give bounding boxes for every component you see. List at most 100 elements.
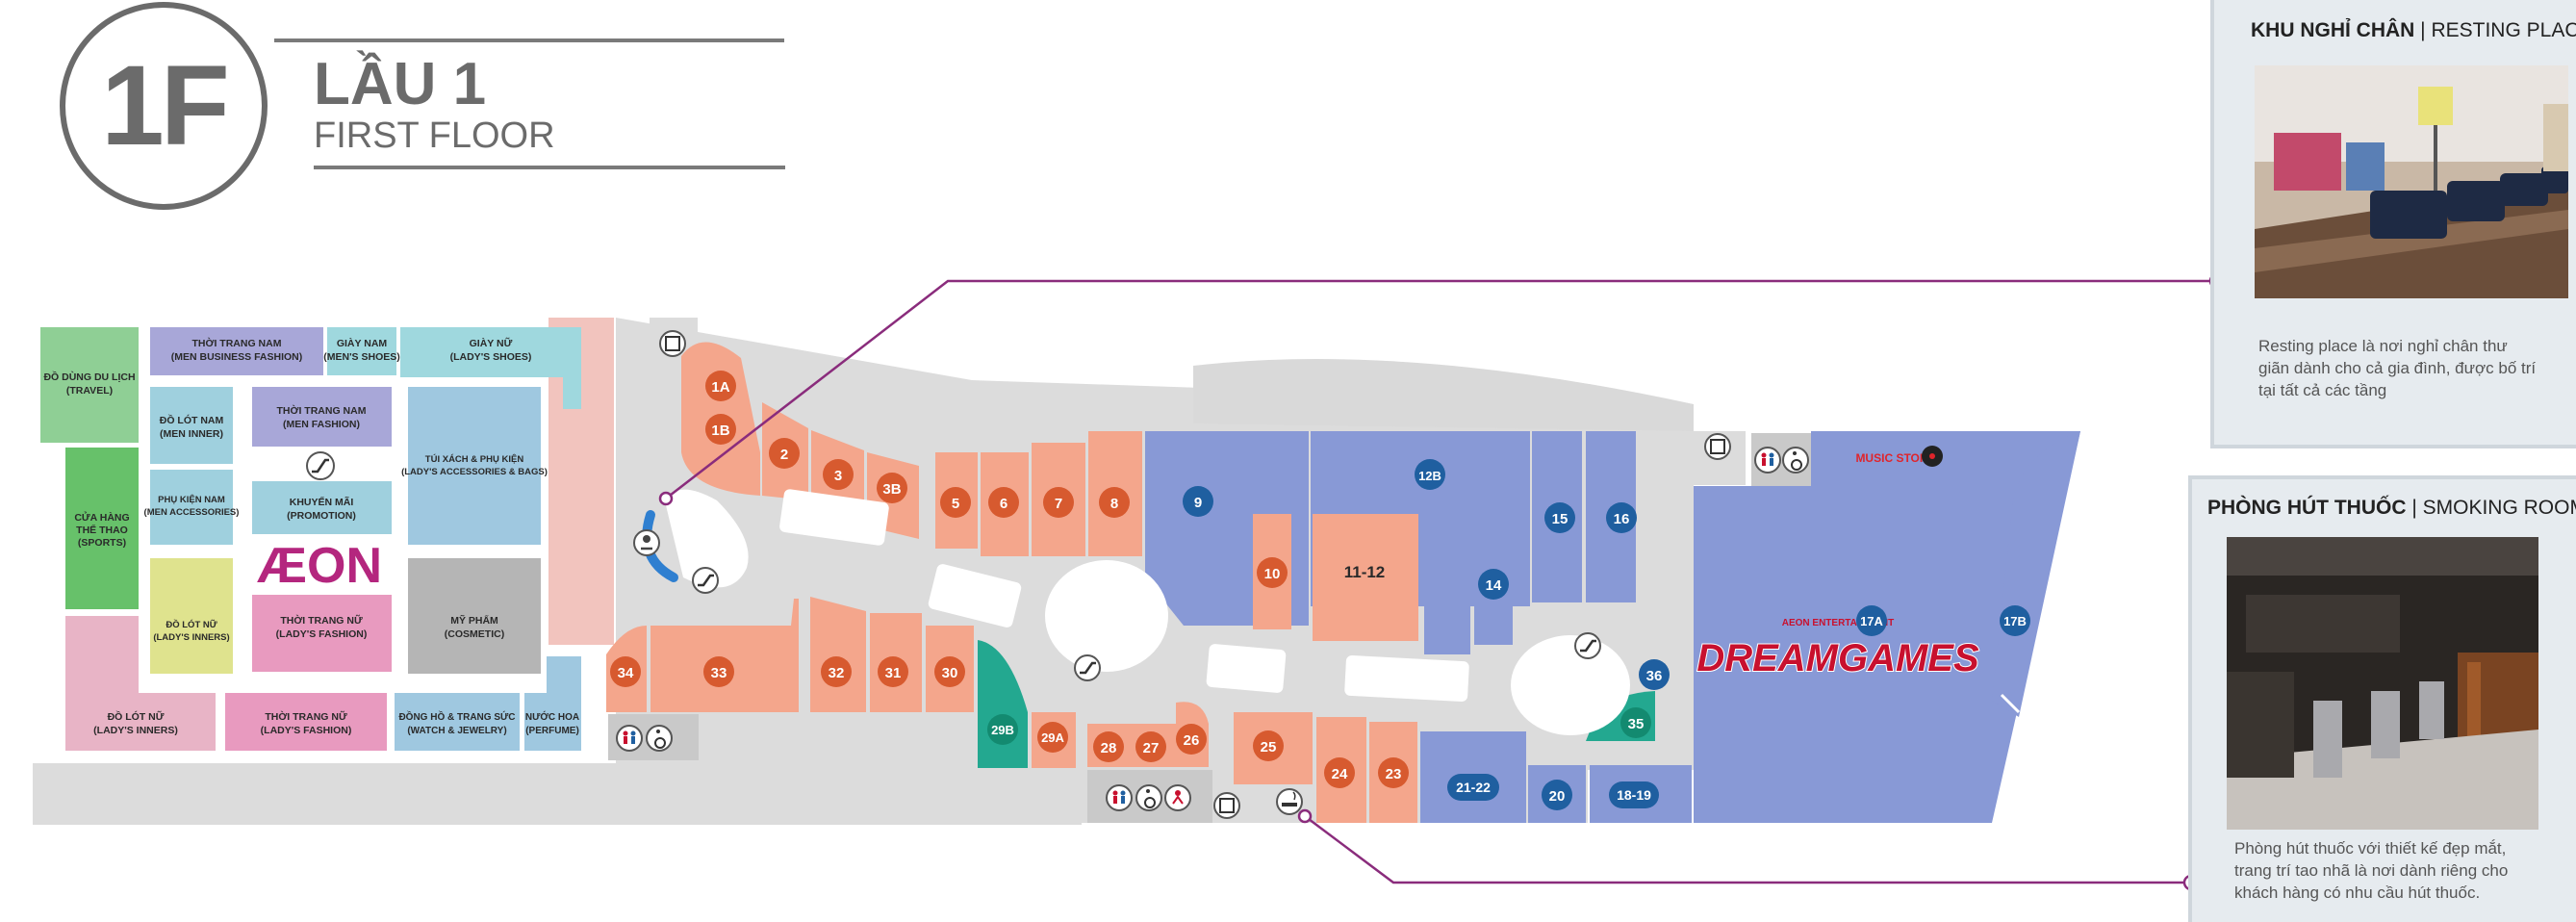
unit-11-12[interactable]: 11-12 [1344, 563, 1386, 581]
unit-29B[interactable]: 29B [991, 723, 1014, 737]
store-26-top[interactable] [1176, 702, 1209, 724]
dept-sports[interactable] [65, 448, 139, 609]
unit-16[interactable]: 16 [1614, 511, 1630, 527]
unit-2[interactable]: 2 [780, 447, 788, 463]
unit-29A[interactable]: 29A [1041, 730, 1064, 745]
dept-lady-fashion[interactable] [252, 595, 392, 672]
smoking-photo-art [2227, 537, 2538, 830]
unit-28[interactable]: 28 [1101, 740, 1117, 756]
unit-17B[interactable]: 17B [2003, 614, 2027, 628]
baby-care-icon[interactable] [633, 529, 660, 556]
badge-circle-3B [877, 473, 907, 503]
unit-30[interactable]: 30 [942, 665, 958, 681]
dept-men-inner[interactable] [150, 387, 233, 464]
escalator-icon[interactable] [306, 451, 335, 480]
store-33[interactable] [650, 599, 799, 712]
unit-23[interactable]: 23 [1386, 766, 1402, 782]
store-11-12[interactable] [1313, 514, 1418, 641]
unit-34[interactable]: 34 [618, 665, 634, 681]
nursery-icon[interactable] [1164, 784, 1191, 811]
unit-17A[interactable]: 17A [1860, 614, 1883, 628]
resting-description: Resting place là nơi nghỉ chân thư giãn … [2258, 335, 2576, 401]
unit-7[interactable]: 7 [1055, 496, 1062, 512]
unit-32[interactable]: 32 [829, 665, 845, 681]
unit-3B[interactable]: 3B [882, 481, 901, 498]
dept-cosmetic[interactable] [408, 558, 541, 674]
accessible-icon[interactable] [646, 725, 673, 752]
unit-14[interactable]: 14 [1486, 577, 1502, 594]
store-32[interactable] [810, 597, 866, 712]
badge-pill-18-19 [1609, 781, 1659, 808]
unit-5[interactable]: 5 [952, 496, 959, 512]
escalator-icon[interactable] [1074, 654, 1101, 681]
smoking-icon[interactable] [1276, 788, 1303, 815]
unit-31[interactable]: 31 [885, 665, 902, 681]
unit-6[interactable]: 6 [1000, 496, 1007, 512]
accessible-icon[interactable] [1782, 447, 1809, 474]
elevator-icon[interactable] [659, 330, 686, 357]
accessible-icon[interactable] [1135, 784, 1162, 811]
store-17B[interactable] [1992, 431, 2080, 717]
elevator-icon[interactable] [1704, 433, 1731, 460]
roof-strip [1193, 359, 1694, 431]
unit-18-19[interactable]: 18-19 [1617, 787, 1651, 803]
dept-lady-inners-bottom[interactable] [65, 693, 216, 751]
unit-36[interactable]: 36 [1646, 668, 1663, 684]
badge-circle-29A [1037, 722, 1068, 753]
floor-badge: 1F [60, 2, 268, 210]
island-4 [1344, 654, 1469, 703]
dept-bags[interactable] [408, 387, 541, 545]
resting-callout-line [665, 279, 2215, 499]
unit-10[interactable]: 10 [1264, 566, 1281, 582]
dept-promotion[interactable] [252, 481, 392, 534]
dept-perfume[interactable] [524, 656, 581, 751]
smoking-callout-line [1304, 815, 2189, 884]
dept-ladys-shoes[interactable] [400, 327, 581, 409]
header-top-rule [274, 38, 784, 42]
resting-desc-line: Resting place là nơi nghỉ chân thư [2258, 337, 2508, 355]
unit-1B[interactable]: 1B [711, 423, 729, 439]
unit-15[interactable]: 15 [1552, 511, 1569, 527]
escalator-icon[interactable] [692, 567, 719, 594]
dept-mens-shoes[interactable] [327, 327, 396, 375]
unit-26[interactable]: 26 [1184, 732, 1200, 749]
unit-27[interactable]: 27 [1143, 740, 1160, 756]
elevator-icon[interactable] [1213, 792, 1240, 819]
restroom-icon[interactable] [1106, 784, 1133, 811]
unit-8[interactable]: 8 [1110, 496, 1118, 512]
dept-men-accessories[interactable] [150, 470, 233, 545]
unit-20[interactable]: 20 [1549, 788, 1566, 805]
badge-circle-6 [988, 487, 1019, 518]
dept-watch[interactable] [395, 693, 520, 751]
dept-lady-fashion-bottom[interactable] [225, 693, 387, 751]
restroom-icon[interactable] [616, 725, 643, 752]
store-17A[interactable] [1694, 431, 2080, 823]
aeon-logo: ÆON [257, 538, 382, 594]
atrium-void-left [666, 489, 749, 588]
unit-9[interactable]: 9 [1194, 495, 1202, 511]
label-perfume: NƯỚC HOA(PERFUME) [525, 710, 579, 736]
unit-35[interactable]: 35 [1628, 716, 1645, 732]
unit-21-22[interactable]: 21-22 [1456, 780, 1491, 795]
unit-33[interactable]: 33 [711, 665, 727, 681]
unit-1A[interactable]: 1A [711, 379, 729, 396]
dept-men-business[interactable] [150, 327, 323, 375]
unit-12B[interactable]: 12B [1418, 469, 1441, 483]
escalator-icon[interactable] [1574, 632, 1601, 659]
badge-circle-9 [1183, 486, 1213, 517]
dept-lady-inners[interactable] [150, 558, 233, 674]
dept-men-fashion[interactable] [252, 387, 392, 447]
unit-25[interactable]: 25 [1261, 739, 1277, 756]
restroom-icon[interactable] [1754, 447, 1781, 474]
atrium-void-center [1045, 560, 1168, 672]
smoking-title-vi: PHÒNG HÚT THUỐC [2207, 497, 2407, 519]
badge-circle-2 [769, 438, 800, 469]
dept-travel[interactable] [40, 327, 139, 443]
badge-circle-7 [1043, 487, 1074, 518]
badge-circle-5 [940, 487, 971, 518]
unit-3[interactable]: 3 [834, 468, 842, 484]
badge-circle-17A [1856, 605, 1887, 636]
unit-24[interactable]: 24 [1332, 766, 1348, 782]
